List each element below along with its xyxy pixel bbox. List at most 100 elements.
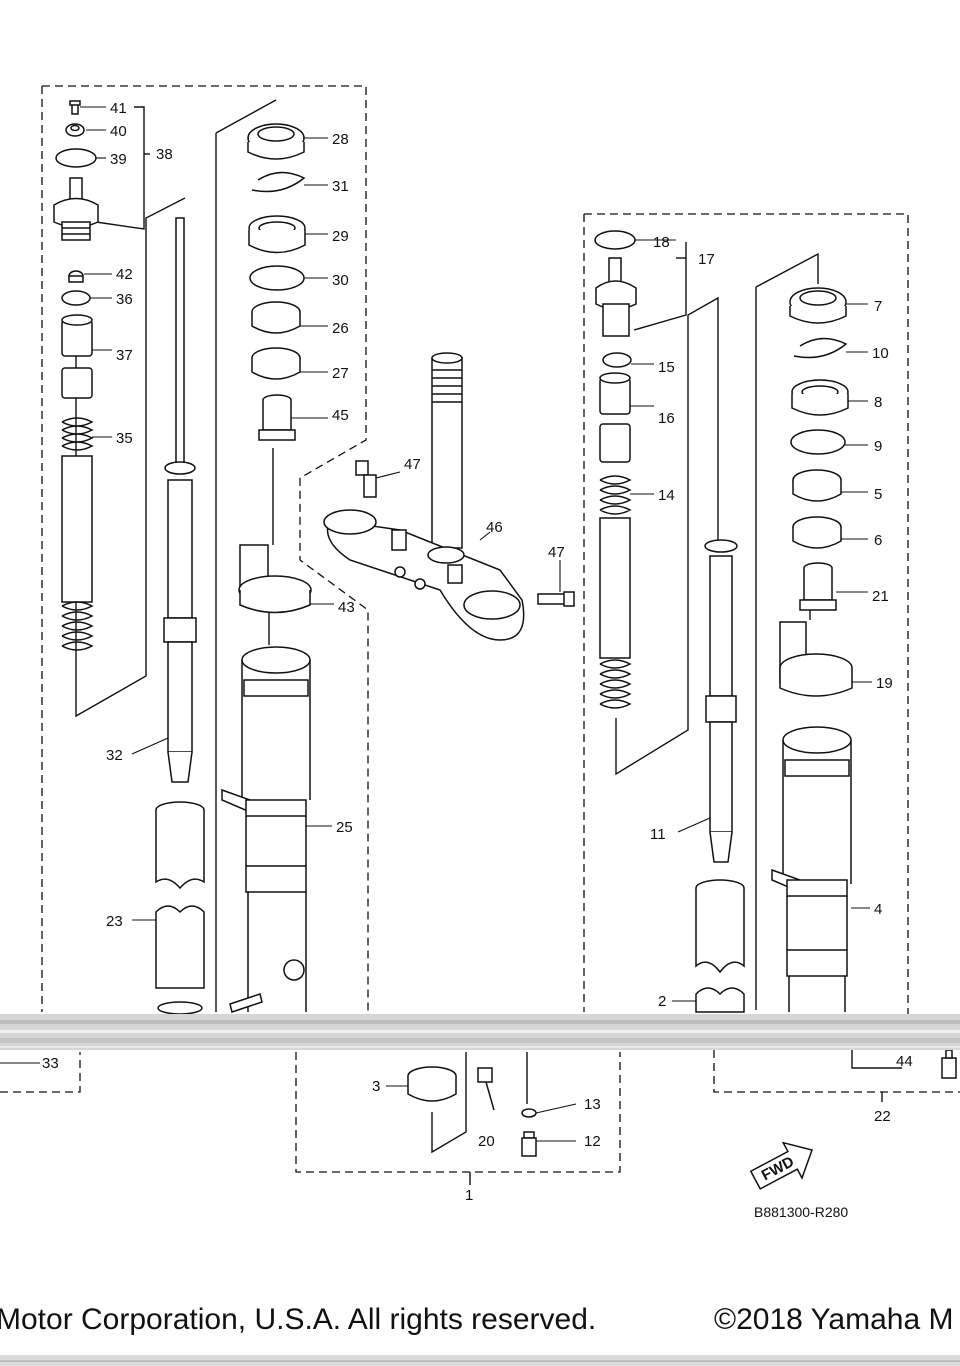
callout-16: 16 [658, 410, 675, 427]
bottom-center-boundary [295, 1052, 621, 1173]
right-fork-parts [594, 230, 853, 1013]
part-21-seat [799, 562, 837, 611]
part-27-bushing [251, 347, 301, 380]
fwd-arrow: FWD [749, 1141, 814, 1190]
callout-31: 31 [332, 178, 349, 195]
bottom-parts [407, 1049, 957, 1157]
callout-15: 15 [658, 359, 675, 376]
callout-22: 22 [874, 1108, 891, 1125]
part-6-bushing [792, 516, 842, 549]
right-fork-boundary [583, 213, 909, 1014]
callout-20: 20 [478, 1133, 495, 1150]
callout-13: 13 [584, 1096, 601, 1113]
callout-41: 41 [110, 100, 127, 117]
callout-10: 10 [872, 345, 889, 362]
part-25-outer-tube [221, 646, 311, 1013]
part-16-spacer [599, 372, 631, 463]
callout-35: 35 [116, 430, 133, 447]
part-2-tube [695, 879, 745, 1013]
callout-40: 40 [110, 123, 127, 140]
callout-33: 33 [42, 1055, 59, 1072]
part-5-bushing [792, 469, 842, 502]
part-30-washer [249, 265, 305, 291]
part-41-screw [69, 100, 81, 115]
part-29-dust-seal [248, 215, 306, 254]
part-36-washer [61, 290, 91, 306]
callout-23: 23 [106, 913, 123, 930]
callout-2: 2 [658, 993, 666, 1010]
part-4-outer-tube [771, 726, 852, 1012]
callout-6: 6 [874, 532, 882, 549]
bottom-right-boundary [713, 1050, 960, 1093]
callout-39: 39 [110, 151, 127, 168]
part-43-guard [238, 544, 312, 614]
part-7-oil-seal [789, 287, 847, 324]
callout-19: 19 [876, 675, 893, 692]
callout-21: 21 [872, 588, 889, 605]
callout-1: 1 [465, 1187, 473, 1204]
triple-clamp [323, 352, 575, 641]
part-10-clip [793, 337, 848, 359]
part-23-tube [155, 801, 205, 1015]
callout-46: 46 [486, 519, 503, 536]
callout-14: 14 [658, 487, 675, 504]
callout-27: 27 [332, 365, 349, 382]
part-42-nut [68, 270, 84, 283]
callout-26: 26 [332, 320, 349, 337]
callout-11: 11 [650, 826, 666, 843]
callout-47-upper: 47 [404, 456, 421, 473]
footer-copyright-left: Motor Corporation, U.S.A. All rights res… [0, 1303, 597, 1336]
part-3-bushing [407, 1066, 457, 1102]
callout-37: 37 [116, 347, 133, 364]
part-17-cap-bolt [595, 257, 637, 337]
part-14-spring [599, 475, 632, 709]
part-37-spacer [61, 314, 93, 399]
callout-17: 17 [698, 251, 715, 268]
scan-noise-band [0, 1014, 960, 1366]
callout-44: 44 [896, 1053, 913, 1070]
callout-4: 4 [874, 901, 882, 918]
callout-30: 30 [332, 272, 349, 289]
part-32-damper-rod [163, 217, 197, 783]
footer-copyright-right: ©2018 Yamaha M [714, 1303, 954, 1336]
callout-29: 29 [332, 228, 349, 245]
callout-32: 32 [106, 747, 123, 764]
part-47-bolt-upper [355, 460, 377, 498]
callout-47-right: 47 [548, 544, 565, 561]
callout-38: 38 [156, 146, 173, 163]
callout-28: 28 [332, 131, 349, 148]
callout-labels: 41 40 39 38 42 36 37 35 32 23 33 28 31 2… [42, 100, 913, 1204]
part-31-clip [251, 171, 306, 193]
callout-45: 45 [332, 407, 349, 424]
part-40-nut [65, 123, 85, 137]
callout-43: 43 [338, 599, 355, 616]
callout-18: 18 [653, 234, 670, 251]
assembly-boundaries [0, 85, 960, 1173]
part-39-o-ring [55, 148, 97, 168]
part-45-seat [258, 394, 296, 441]
part-8-dust-seal [791, 379, 849, 416]
part-15-washer [602, 352, 632, 368]
left-fork-boundary [41, 85, 369, 1012]
callout-5: 5 [874, 486, 882, 503]
part-46-steering-stem [323, 352, 525, 641]
part-26-bushing [251, 301, 301, 334]
left-fork-parts [53, 100, 312, 1015]
callout-8: 8 [874, 394, 882, 411]
part-12-bolt [521, 1131, 537, 1157]
part-35-spring [61, 417, 94, 651]
callout-3: 3 [372, 1078, 380, 1095]
callout-25: 25 [336, 819, 353, 836]
part-13-washer [521, 1108, 537, 1118]
part-47-bolt-right [537, 591, 575, 607]
part-18-o-ring [594, 230, 636, 250]
callout-9: 9 [874, 438, 882, 455]
part-28-oil-seal [247, 123, 305, 160]
callout-36: 36 [116, 291, 133, 308]
part-9-washer [790, 429, 846, 455]
bottom-left-boundary [0, 1052, 81, 1093]
part-44-bolt [941, 1049, 957, 1079]
callout-12: 12 [584, 1133, 601, 1150]
callout-42: 42 [116, 266, 133, 283]
